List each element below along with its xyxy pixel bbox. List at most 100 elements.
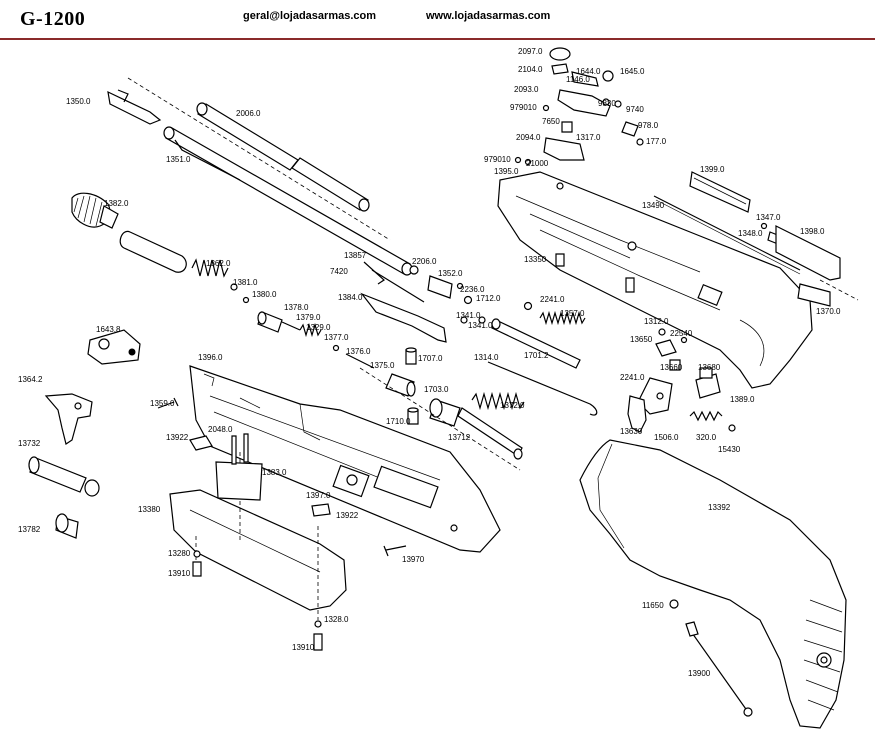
header-divider [0,38,875,40]
label-13660: 13660 [660,363,683,372]
label-1398: 1398.0 [800,227,825,236]
mid-small-parts [360,261,586,369]
label-978: 978.0 [638,121,659,130]
label-13900: 13900 [688,669,711,678]
label-1389: 1389.0 [730,395,755,404]
model-title: G-1200 [20,8,86,30]
label-1712: 1712.0 [476,294,501,303]
part-2097 [549,47,571,61]
website-address[interactable]: www.lojadasarmas.com [426,10,551,22]
lever-1384 [360,292,447,343]
label-1395: 1395.0 [494,167,519,176]
rod-1701 [491,319,581,369]
label-13922-a: 13922 [166,433,189,442]
label-7420: 7420 [330,267,348,276]
label-177: 177.0 [646,137,667,146]
label-13970: 13970 [402,555,425,564]
label-2206: 2206.0 [412,257,437,266]
forend-13380 [157,397,407,651]
spring-1372 [471,391,525,411]
left-small-parts [28,329,141,539]
label-1375: 1375.0 [370,361,395,370]
page-header: G-1200 geral@lojadasarmas.com www.lojada… [0,0,875,40]
label-13380: 13380 [138,505,161,514]
label-1383: 1383.0 [262,468,287,477]
label-1703: 1703.0 [424,385,449,394]
label-1347: 1347.0 [756,213,781,222]
label-13910-b: 13910 [292,643,315,652]
label-1314: 1314.0 [474,353,499,362]
label-13630: 13630 [620,427,643,436]
label-13350: 13350 [524,255,547,264]
label-13680: 13680 [698,363,721,372]
right-mid-parts [627,328,736,433]
email-address[interactable]: geral@lojadasarmas.com [243,10,377,22]
right-top-parts [653,171,859,307]
label-1329: 1329.0 [306,323,331,332]
label-979010-b: 979010 [484,155,511,164]
cylinder-assembly [71,192,598,471]
label-13490: 13490 [642,201,665,210]
part-1399 [689,171,751,213]
label-1645: 1645.0 [620,67,645,76]
label-1506: 1506.0 [654,433,679,442]
label-22540: 22540 [670,329,693,338]
label-979010-a: 979010 [510,103,537,112]
label-1379: 1379.0 [296,313,321,322]
label-1380: 1380.0 [252,290,277,299]
receiver-1396 [189,365,501,553]
trigger-1364 [44,393,93,445]
part-1643 [87,329,141,365]
label-1710: 1710.0 [386,417,411,426]
label-13712: 13712 [448,433,471,442]
label-1384: 1384.0 [338,293,363,302]
label-21000: 21000 [526,159,549,168]
label-13650: 13650 [630,335,653,344]
label-13392: 13392 [708,503,731,512]
label-1350: 1350.0 [66,97,91,106]
label-15430: 15430 [718,445,741,454]
rod-1314 [487,361,598,416]
spring-1357 [539,310,586,326]
label-2241-b: 2241.0 [620,373,645,382]
label-320: 320.0 [696,433,717,442]
block-2094 [543,137,585,161]
label-1378: 1378.0 [284,303,309,312]
label-1644: 1644.0 [576,67,601,76]
part-13630 [627,395,647,433]
label-1328: 1328.0 [324,615,349,624]
label-1146: 1146.0 [566,75,590,84]
label-2048: 2048.0 [208,425,233,434]
label-1317: 1317.0 [576,133,601,142]
label-1399: 1399.0 [700,165,725,174]
label-9740: 9740 [626,105,644,114]
top-center-parts [514,47,644,166]
label-1341-b: 1341.0 [468,321,493,330]
spring-1362 [191,258,229,278]
label-2097: 2097.0 [518,47,543,56]
label-1381: 1381.0 [233,278,258,287]
label-7650: 7650 [542,117,560,126]
label-1352: 1352.0 [438,269,463,278]
label-1357: 1357.0 [560,309,585,318]
front-sight-part [107,90,162,125]
label-1701: 1701.2 [524,351,549,360]
label-1376: 1376.0 [346,347,371,356]
part-labels: 1350.0 2006.0 1351.0 1382.0 1362.0 1381.… [18,47,841,678]
block-2093 [557,89,611,117]
label-1370: 1370.0 [816,307,841,316]
label-1364: 1364.2 [18,375,43,384]
label-1362: 1362.0 [206,259,231,268]
label-13732: 13732 [18,439,41,448]
trigger-housing-1395 [497,171,813,389]
label-2006: 2006.0 [236,109,261,118]
label-2241-a: 2241.0 [540,295,565,304]
label-13910-a: 13910 [168,569,191,578]
barrel-1351 [165,127,411,275]
stock-bolt-13900 [689,629,749,713]
label-1397: 1397.0 [306,491,331,500]
gas-cylinder [119,230,187,273]
part-1370 [797,283,831,307]
part-2241 [637,377,673,415]
label-1707: 1707.0 [418,354,443,363]
